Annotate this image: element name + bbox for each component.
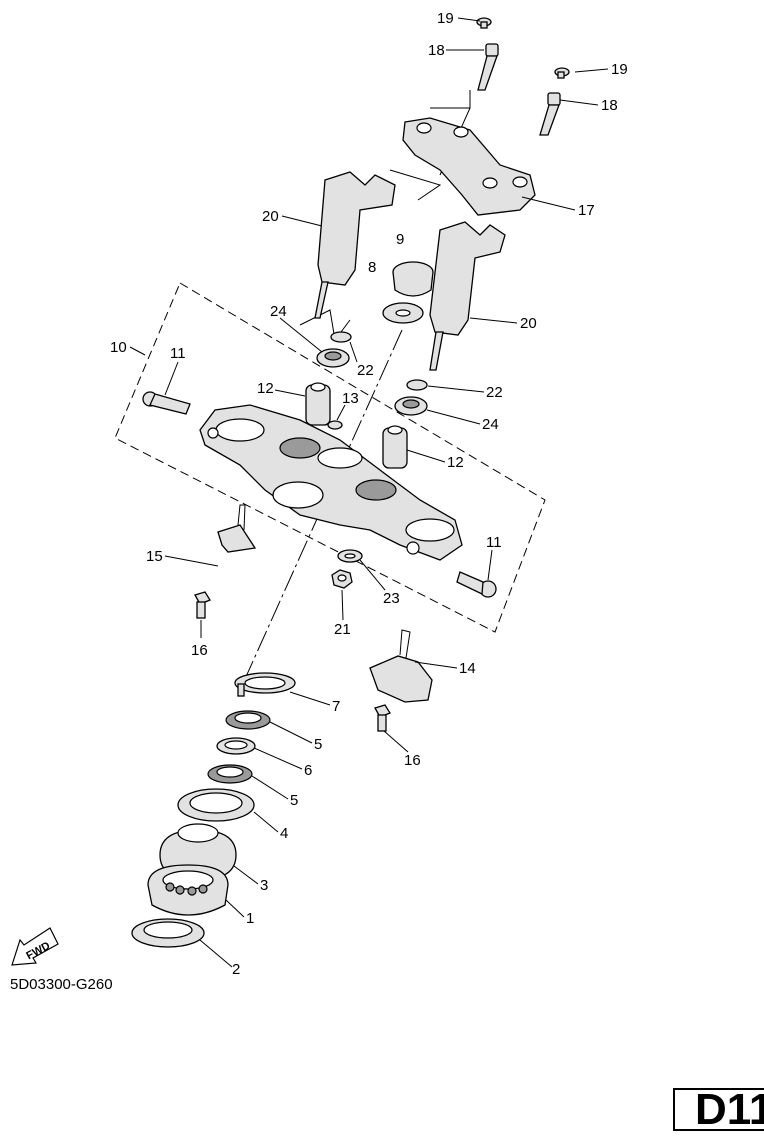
callout-6: 6 <box>304 762 312 779</box>
part-under-bracket <box>199 404 463 561</box>
callout-4: 4 <box>280 825 288 842</box>
callout-20: 20 <box>520 315 537 332</box>
callout-21: 21 <box>334 621 351 638</box>
diagram-code: 5D03300-G260 <box>10 976 113 993</box>
part-18-bolt-right <box>539 92 561 136</box>
callout-16: 16 <box>191 642 208 659</box>
callout-20: 20 <box>262 208 279 225</box>
part-19-cap-left <box>476 17 492 29</box>
callout-24: 24 <box>482 416 499 433</box>
callout-2: 2 <box>232 961 240 978</box>
callout-15: 15 <box>146 548 163 565</box>
callout-14: 14 <box>459 660 476 677</box>
part-20-handlebar-right <box>429 221 506 371</box>
part-24-damper-left <box>316 348 350 368</box>
callout-8: 8 <box>368 259 376 276</box>
part-11-bolt-right <box>456 571 497 598</box>
callout-5: 5 <box>314 736 322 753</box>
callout-12: 12 <box>257 380 274 397</box>
assembly-boundary <box>114 282 546 633</box>
callout-19: 19 <box>437 10 454 27</box>
part-20-handlebar-left <box>314 171 396 319</box>
part-19-cap-right <box>554 67 570 79</box>
callout-12: 12 <box>447 454 464 471</box>
part-13-collar <box>327 420 343 430</box>
part-11-bolt-left <box>142 391 191 415</box>
callout-11: 11 <box>170 345 186 362</box>
part-4-bearing-cover <box>177 788 255 822</box>
callout-22: 22 <box>357 362 374 379</box>
part-22-washer-left <box>330 331 352 343</box>
part-24-damper-right <box>394 396 428 416</box>
part-14-hose-guide <box>369 629 433 703</box>
page-id-box: D11 <box>673 1088 764 1131</box>
callout-18: 18 <box>601 97 618 114</box>
part-16-bolt-left <box>194 591 211 619</box>
part-9-steering-nut <box>392 261 434 297</box>
part-2-dust-seal <box>131 918 205 948</box>
part-18-bolt-left <box>477 43 499 91</box>
part-1-lower-bearing <box>147 864 229 916</box>
part-16-bolt-right <box>374 704 391 732</box>
leader-lines <box>129 17 609 968</box>
callout-19: 19 <box>611 61 628 78</box>
part-17-handlebar-bridge <box>402 117 536 216</box>
callout-17: 17 <box>578 202 595 219</box>
callout-18: 18 <box>428 42 445 59</box>
part-8-washer <box>382 302 424 324</box>
callout-22: 22 <box>486 384 503 401</box>
part-21-nut <box>331 569 353 589</box>
part-22-washer-right <box>406 379 428 391</box>
callout-9: 9 <box>396 231 404 248</box>
callout-23: 23 <box>383 590 400 607</box>
callout-1: 1 <box>246 910 254 927</box>
callout-7: 7 <box>332 698 340 715</box>
part-5-ring-nut-lower <box>207 764 253 784</box>
callout-11: 11 <box>486 534 502 551</box>
callout-10: 10 <box>110 339 127 356</box>
part-7-lock-washer <box>234 672 296 697</box>
callout-13: 13 <box>342 390 359 407</box>
callout-3: 3 <box>260 877 268 894</box>
part-23-washer <box>337 549 363 563</box>
part-15-hose-guide <box>217 504 257 553</box>
callout-16: 16 <box>404 752 421 769</box>
part-12-bushing-right <box>382 425 408 469</box>
part-6-rubber-washer <box>216 737 256 755</box>
part-12-bushing-left <box>305 382 331 426</box>
fwd-arrow-logo: FWD <box>11 927 59 966</box>
part-5-ring-nut-upper <box>225 710 271 730</box>
callout-5: 5 <box>290 792 298 809</box>
callout-24: 24 <box>270 303 287 320</box>
